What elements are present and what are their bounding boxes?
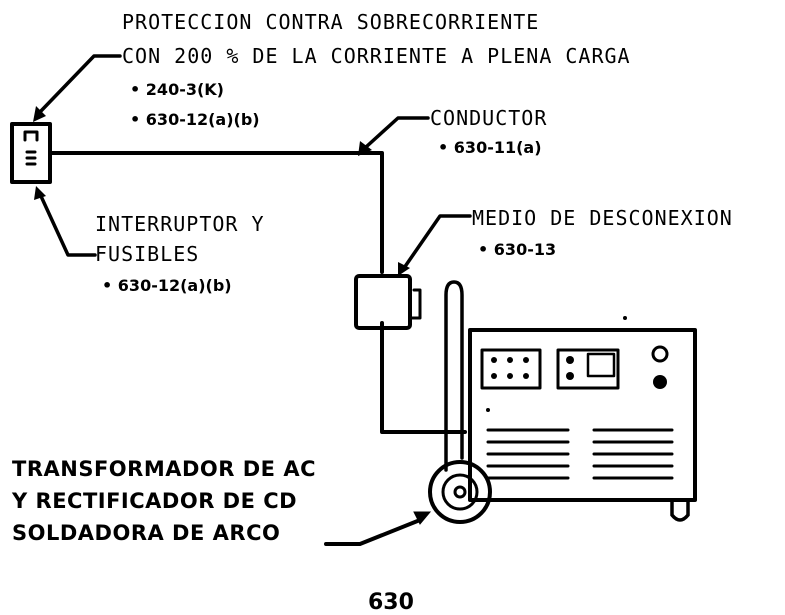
meter-dot xyxy=(507,373,513,379)
meter-dot xyxy=(507,357,513,363)
welder-leader xyxy=(324,518,422,546)
meter-dot xyxy=(491,357,497,363)
welder-back-leg xyxy=(670,500,690,522)
disconnect-leader xyxy=(402,214,472,270)
breaker-ref: • 630-12(a)(b) xyxy=(102,276,232,295)
disconnect-arrowhead xyxy=(398,262,410,276)
welder-wheel-axle xyxy=(453,485,467,499)
overcurrent-title-line2: CON 200 % DE LA CORRIENTE A PLENA CARGA xyxy=(122,44,631,68)
meter-dot xyxy=(523,373,529,379)
breaker-title-line2: FUSIBLES xyxy=(95,242,200,266)
conductor-arrowhead xyxy=(358,141,372,156)
welder-cabinet xyxy=(468,328,697,502)
breaker-symbol xyxy=(23,130,39,166)
welder-label-line3: SOLDADORA DE ARCO xyxy=(12,521,281,545)
welder-wheel xyxy=(428,460,492,524)
meter-dot xyxy=(523,357,529,363)
overcurrent-title-line1: PROTECCION CONTRA SOBRECORRIENTE xyxy=(122,10,540,34)
breaker-box xyxy=(10,122,52,184)
conductor-leader xyxy=(364,116,430,149)
conductor-line xyxy=(48,151,384,274)
speck xyxy=(486,408,490,412)
welder-knob-outline xyxy=(651,345,669,363)
welder-label-line1: TRANSFORMADOR DE AC xyxy=(12,457,316,481)
breaker-title-line1: INTERRUPTOR Y xyxy=(95,212,265,236)
welder-display xyxy=(586,352,616,378)
overcurrent-ref-1: • 240-3(K) xyxy=(130,80,224,99)
conductor-title: CONDUCTOR xyxy=(430,106,548,130)
overcurrent-leader xyxy=(38,54,122,114)
switch-dot xyxy=(566,372,574,380)
breaker-leader xyxy=(38,192,97,257)
switch-dot xyxy=(566,356,574,364)
welder-label-line2: Y RECTIFICADOR DE CD xyxy=(12,489,298,513)
conductor-ref: • 630-11(a) xyxy=(438,138,542,157)
overcurrent-arrowhead xyxy=(33,106,46,122)
welder-feed-line xyxy=(380,321,467,434)
welder-vents-left xyxy=(486,428,570,480)
welder-wheel-hub xyxy=(441,473,479,511)
welder-handle-frame xyxy=(444,280,464,472)
figure-number: 630 xyxy=(368,590,414,615)
welder-knob xyxy=(653,375,667,389)
speck xyxy=(623,316,627,320)
disconnect-handle xyxy=(408,288,422,320)
disconnect-ref: • 630-13 xyxy=(478,240,557,259)
meter-dot xyxy=(491,373,497,379)
welder-switch-panel xyxy=(556,348,620,390)
welder-arrowhead xyxy=(413,511,432,525)
welder-vents-right xyxy=(592,428,674,480)
disconnect-title: MEDIO DE DESCONEXION xyxy=(472,206,733,230)
overcurrent-ref-2: • 630-12(a)(b) xyxy=(130,110,260,129)
welder-meter-panel xyxy=(480,348,542,390)
disconnect-box xyxy=(354,274,412,330)
breaker-arrowhead xyxy=(34,186,46,200)
